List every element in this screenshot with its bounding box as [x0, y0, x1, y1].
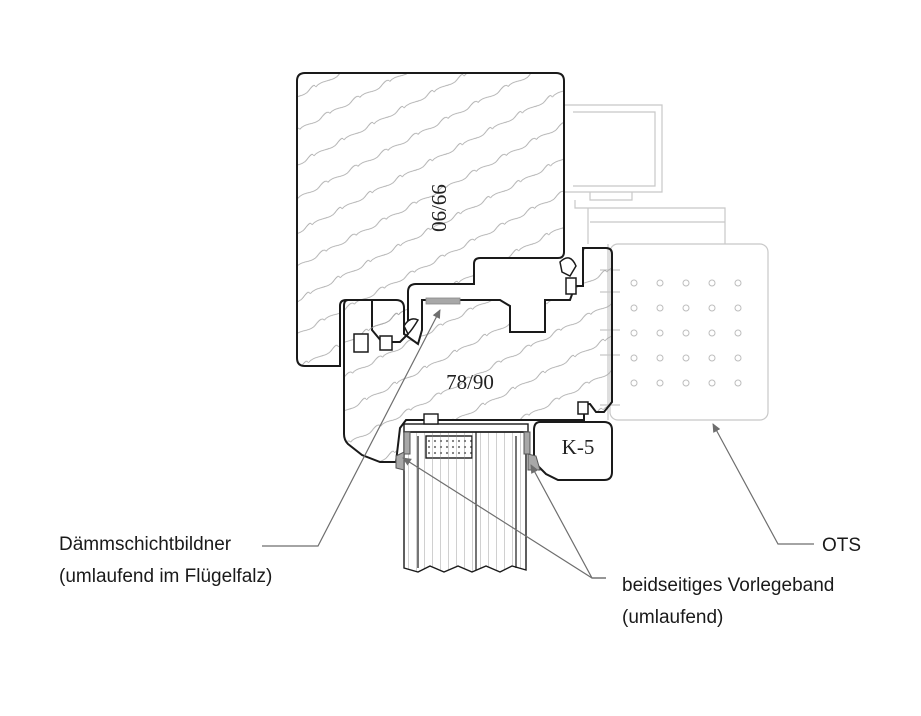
frame-profile-label: 99/90 [427, 184, 451, 232]
glazing-unit [403, 413, 529, 573]
annotation-insulation-title: Dämmschichtbildner [59, 534, 232, 555]
intumescent-strip [425, 297, 461, 305]
seal-details [353, 257, 589, 415]
sash-profile-label: 78/90 [446, 370, 494, 394]
edge-profile-k5 [533, 421, 613, 481]
edge-profile-label: K-5 [562, 435, 595, 459]
leader-insulation [262, 309, 441, 547]
glazing-tapes [395, 431, 541, 471]
annotation-insulation-note: (umlaufend im Flügelfalz) [59, 566, 273, 587]
annotation-tape-title: beidseitiges Vorlegeband [622, 575, 835, 596]
annotation-tape-note: (umlaufend) [622, 607, 724, 628]
frame-profile-99-90 [296, 72, 565, 367]
sash-profile-78-90 [343, 247, 613, 463]
leader-lines [262, 309, 814, 579]
leader-ots [712, 423, 814, 545]
leader-tape-right [530, 464, 606, 579]
annotation-ots: OTS [822, 535, 862, 556]
ots-hole-grid [630, 279, 742, 387]
